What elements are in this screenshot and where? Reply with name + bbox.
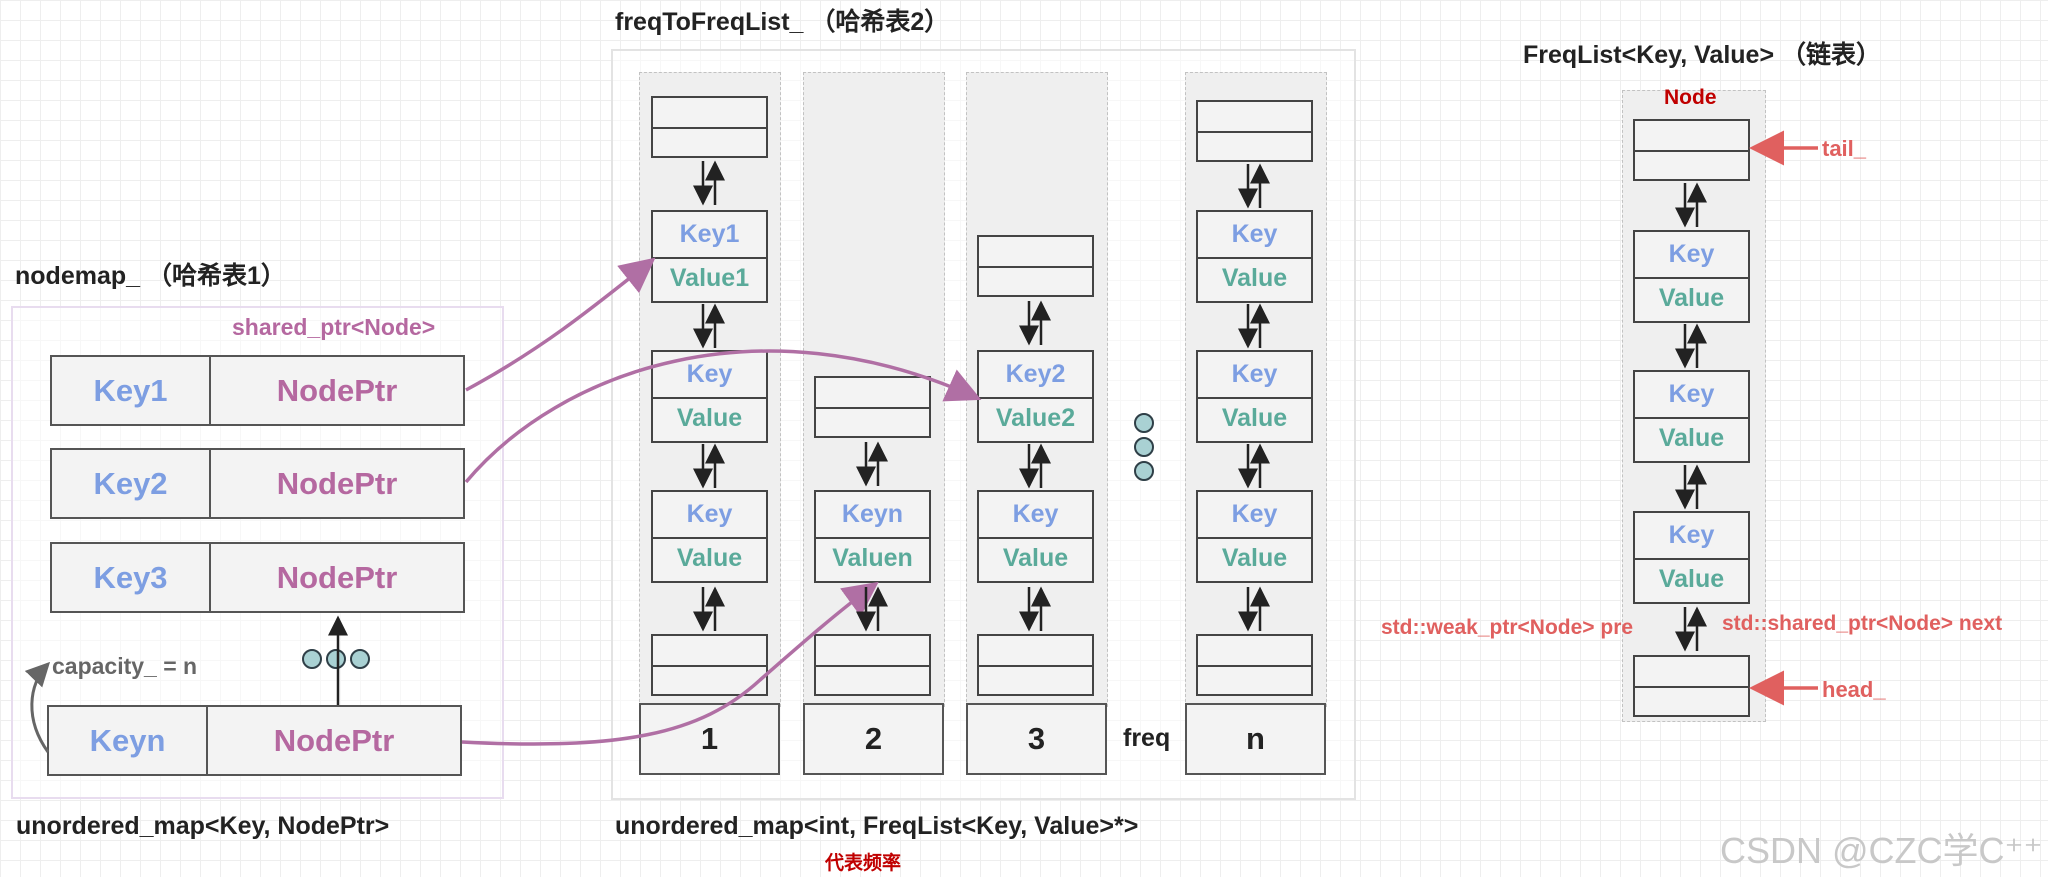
freqlist-tail-node <box>1196 100 1313 162</box>
node-value: Valuen <box>832 544 913 573</box>
row-key: Keyn <box>49 707 208 774</box>
head-label: head_ <box>1822 677 1886 702</box>
nodemap-title: nodemap_ （哈希表1） <box>15 262 286 290</box>
list-node: Keyn Valuen <box>814 490 931 583</box>
ellipsis-dot <box>1134 437 1154 457</box>
freqlist-tail-node <box>651 96 768 158</box>
pointer-arrow <box>461 581 879 746</box>
node-key: Key <box>1635 372 1748 419</box>
freqlist-tail-node <box>814 376 931 438</box>
list-node: Key Value <box>1196 210 1313 303</box>
tail-label: tail_ <box>1822 136 1867 161</box>
freqlist-head-node <box>651 634 768 696</box>
node-value: Value1 <box>669 264 750 293</box>
capacity-arrow <box>24 661 51 753</box>
nodemap-row-2: Key2 NodePtr <box>50 448 465 519</box>
shared-ptr-label: shared_ptr<Node> <box>232 314 436 340</box>
ellipsis-dot <box>350 649 370 669</box>
row-nodeptr: NodePtr <box>276 372 398 408</box>
freqlist-head-node <box>814 634 931 696</box>
node-value: Value <box>1221 264 1288 293</box>
node-value: Value <box>1221 544 1288 573</box>
row-key: Key1 <box>52 357 211 424</box>
node-key: Key <box>1635 232 1748 279</box>
pointer-arrow <box>465 257 656 392</box>
list-node: Key1 Value1 <box>651 210 768 303</box>
list-node: Key Value <box>977 490 1094 583</box>
freq-key-cell: 2 <box>803 703 944 775</box>
freq-map-title: freqToFreqList_ （哈希表2） <box>615 8 950 36</box>
freq-key-cell: n <box>1185 703 1326 775</box>
pointer-arrow <box>464 349 982 484</box>
freqlist-head-node <box>1633 655 1750 717</box>
watermark: CSDN @CZC学C⁺⁺ <box>1720 830 2043 871</box>
freqlist-head-node <box>977 634 1094 696</box>
freqlist-head-node <box>1196 634 1313 696</box>
pre-pointer-label: std::weak_ptr<Node> pre <box>1381 616 1634 639</box>
ellipsis-dot <box>326 649 346 669</box>
node-value: Value <box>1221 404 1288 433</box>
node-key: Key <box>1198 352 1311 399</box>
node-key: Key <box>1635 513 1748 560</box>
freqlist-tail-node <box>1633 119 1750 181</box>
nodemap-row-n: Keyn NodePtr <box>47 705 462 776</box>
freqlist-title: FreqList<Key, Value> （链表） <box>1523 41 1881 69</box>
row-nodeptr: NodePtr <box>276 465 398 501</box>
nodemap-row-3: Key3 NodePtr <box>50 542 465 613</box>
node-key: Key <box>1198 492 1311 539</box>
list-node: Key Value <box>1633 511 1750 604</box>
nodemap-row-1: Key1 NodePtr <box>50 355 465 426</box>
capacity-label: capacity_ = n <box>52 653 198 679</box>
row-key: Key2 <box>52 450 211 517</box>
node-value: Value <box>1658 565 1725 594</box>
ellipsis-dot <box>1134 413 1154 433</box>
ellipsis-dot <box>302 649 322 669</box>
row-nodeptr: NodePtr <box>276 559 398 595</box>
node-value: Value <box>1658 284 1725 313</box>
list-node: Key Value <box>1196 490 1313 583</box>
node-key: Key2 <box>979 352 1092 399</box>
node-key: Key <box>653 492 766 539</box>
row-key: Key3 <box>52 544 211 611</box>
node-value: Value2 <box>995 404 1076 433</box>
freq-key-cell: 3 <box>966 703 1107 775</box>
list-node: Key Value <box>651 490 768 583</box>
node-value: Value <box>1002 544 1069 573</box>
nodemap-type-label: unordered_map<Key, NodePtr> <box>16 812 390 840</box>
node-key: Keyn <box>816 492 929 539</box>
freq-axis-label: freq <box>1123 724 1171 752</box>
node-key: Key <box>653 352 766 399</box>
freqlist-tail-node <box>977 235 1094 297</box>
node-key: Key1 <box>653 212 766 259</box>
node-value: Value <box>676 404 743 433</box>
ellipsis-dot <box>1134 461 1154 481</box>
list-node: Key Value <box>1196 350 1313 443</box>
list-node: Key Value <box>1633 230 1750 323</box>
list-node: Key Value <box>1633 370 1750 463</box>
node-label: Node <box>1664 86 1717 109</box>
freq-note: 代表频率 <box>825 853 902 874</box>
freq-map-type-label: unordered_map<int, FreqList<Key, Value>*… <box>615 812 1139 840</box>
next-pointer-label: std::shared_ptr<Node> next <box>1722 612 2003 635</box>
row-nodeptr: NodePtr <box>273 722 395 758</box>
node-value: Value <box>676 544 743 573</box>
list-node: Key2 Value2 <box>977 350 1094 443</box>
node-key: Key <box>1198 212 1311 259</box>
node-key: Key <box>979 492 1092 539</box>
node-value: Value <box>1658 424 1725 453</box>
list-node: Key Value <box>651 350 768 443</box>
